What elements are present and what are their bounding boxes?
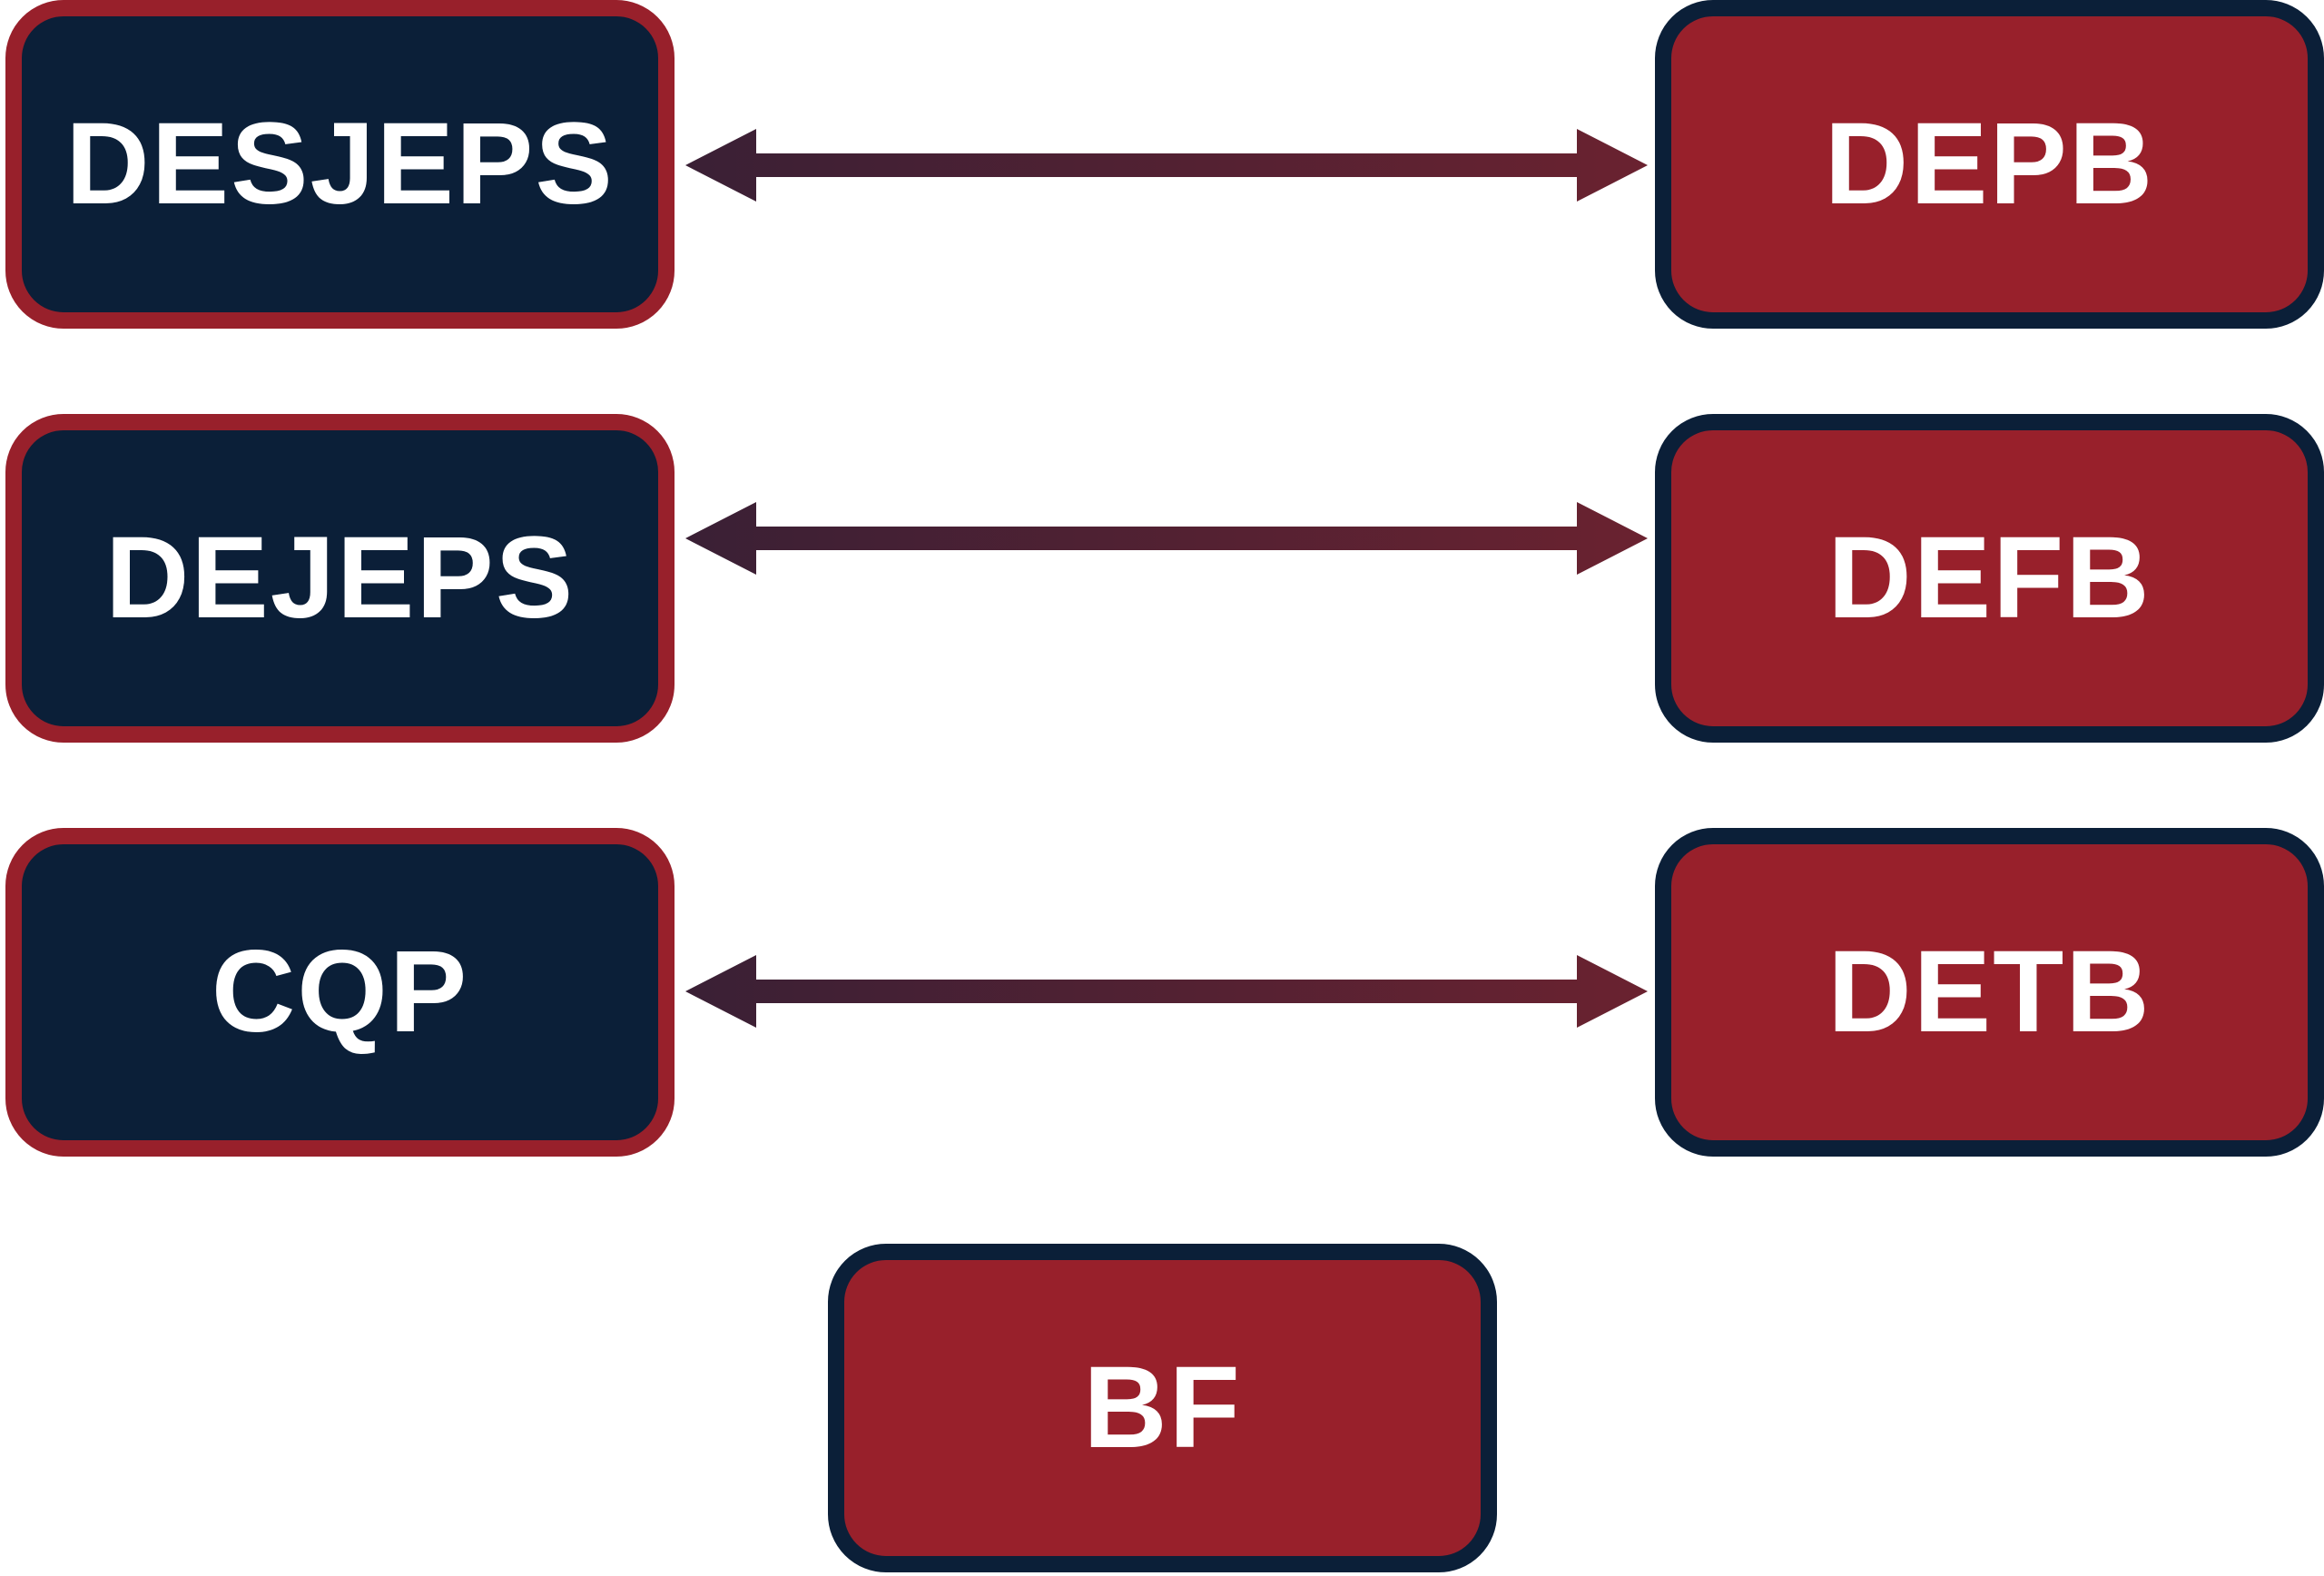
node-row3-right-label: DETB: [1827, 927, 2152, 1057]
node-row3-right: DETB: [1655, 828, 2324, 1157]
node-row1-right: DEPB: [1655, 0, 2324, 329]
node-row3-left: CQP: [5, 828, 675, 1157]
node-row1-right-label: DEPB: [1824, 99, 2155, 229]
node-row2-left-label: DEJEPS: [104, 513, 576, 643]
node-row2-left: DEJEPS: [5, 414, 675, 743]
node-row2-right: DEFB: [1655, 414, 2324, 743]
node-row3-left-label: CQP: [211, 927, 469, 1057]
arrow-shape: [685, 502, 1648, 575]
bidirectional-arrow-row3: [685, 955, 1648, 1028]
node-row1-left: DESJEPS: [5, 0, 675, 329]
node-bottom-label: BF: [1083, 1343, 1242, 1473]
node-row1-left-label: DESJEPS: [65, 99, 615, 229]
arrow-shape: [685, 955, 1648, 1028]
arrow-shape: [685, 129, 1648, 202]
node-row2-right-label: DEFB: [1827, 513, 2152, 643]
bidirectional-arrow-row1: [685, 129, 1648, 202]
bidirectional-arrow-row2: [685, 502, 1648, 575]
node-bottom: BF: [828, 1244, 1497, 1572]
